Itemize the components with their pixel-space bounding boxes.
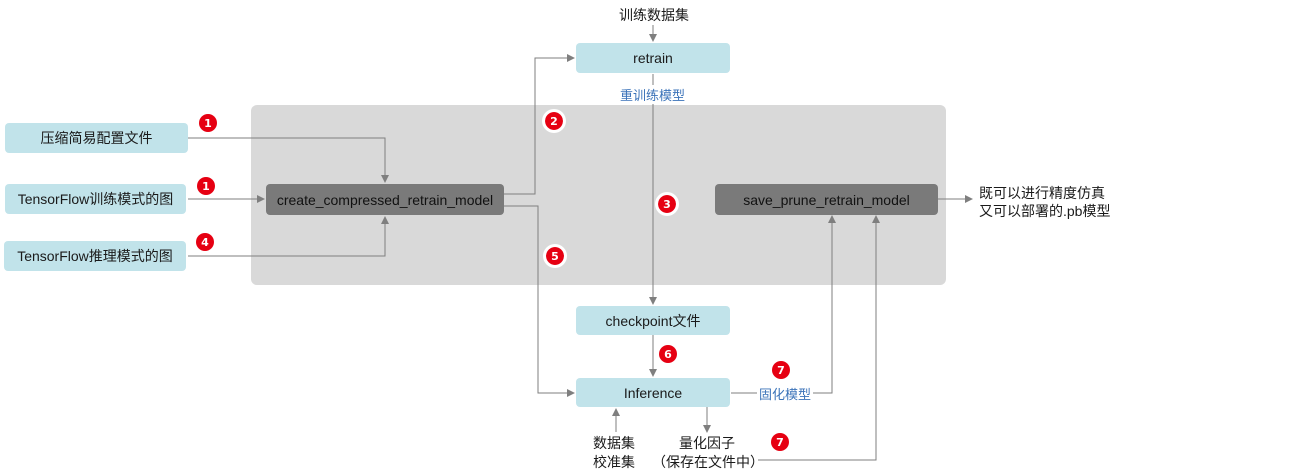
step-badge-5: 5: [544, 245, 566, 267]
freeze-model-label: 固化模型: [757, 384, 814, 403]
retrain-node: retrain: [576, 43, 730, 73]
inference-node: Inference: [576, 378, 730, 407]
compress-config-node: 压缩简易配置文件: [5, 123, 188, 153]
edge-quant-save: [758, 215, 880, 461]
edge-infergraph-create: [188, 216, 389, 257]
edge-create-retrain: [504, 54, 575, 195]
train-dataset-label: 训练数据集: [619, 7, 689, 23]
step-badge-3: 3: [656, 193, 678, 215]
output-line-2: 又可以部署的.pb模型: [979, 203, 1111, 219]
step-badge-7a: 7: [772, 361, 790, 379]
calib-set-label: 校准集: [593, 454, 635, 470]
tf-infer-graph-node: TensorFlow推理模式的图: [4, 241, 186, 271]
step-badge-2: 2: [543, 110, 565, 132]
quant-saved-label: （保存在文件中）: [652, 454, 764, 470]
checkpoint-node: checkpoint文件: [576, 306, 730, 335]
tf-train-graph-node: TensorFlow训练模式的图: [5, 184, 186, 214]
quant-factor-label: 量化因子: [679, 435, 735, 451]
edge-create-inference: [504, 205, 575, 397]
output-line-1: 既可以进行精度仿真: [979, 185, 1105, 201]
step-badge-4: 4: [196, 233, 214, 251]
edge-config-create: [188, 137, 389, 183]
retrain-model-label: 重训练模型: [618, 85, 688, 104]
create-model-node: create_compressed_retrain_model: [266, 184, 504, 215]
step-badge-1b: 1: [197, 177, 215, 195]
dataset-label: 数据集: [593, 435, 635, 451]
save-model-node: save_prune_retrain_model: [715, 184, 938, 215]
step-badge-1a: 1: [199, 114, 217, 132]
step-badge-7b: 7: [771, 433, 789, 451]
step-badge-6: 6: [659, 345, 677, 363]
